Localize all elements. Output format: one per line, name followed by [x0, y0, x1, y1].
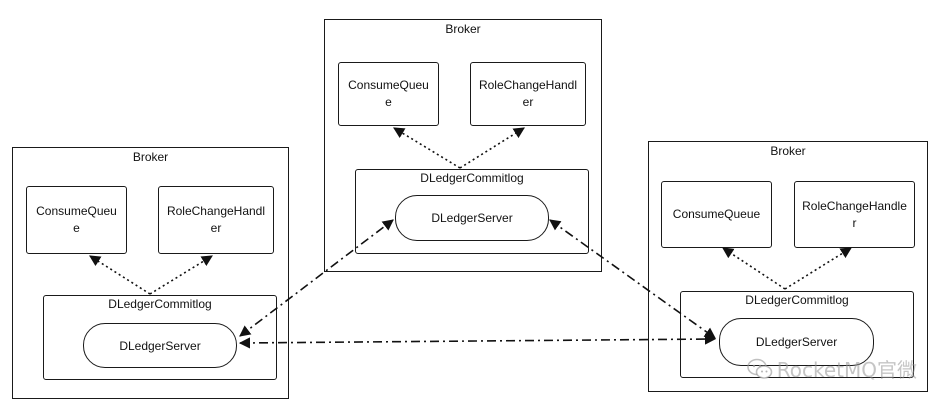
- dotted-arrow: [393, 127, 461, 169]
- consume-queue-label: ConsumeQueue: [672, 207, 761, 221]
- dledger-commitlog-label: DLedgerCommitlog: [420, 171, 524, 185]
- dledger-server-box: DLedgerServer: [83, 323, 237, 368]
- role-change-handler-label: RoleChangeHandler: [166, 204, 266, 235]
- dledger-server-box: DLedgerServer: [395, 195, 549, 241]
- role-change-handler-label: RoleChangeHandler: [478, 78, 578, 109]
- consume-queue-box: ConsumeQueue: [338, 62, 439, 126]
- wechat-icon: [746, 358, 773, 379]
- dotted-arrow: [89, 255, 151, 295]
- role-change-handler-box: RoleChangeHandler: [470, 62, 586, 126]
- dashdot-link-middle-right: [549, 219, 716, 339]
- broker-title: Broker: [770, 144, 806, 158]
- dledger-commitlog-label: DLedgerCommitlog: [745, 293, 849, 307]
- consume-queue-label: ConsumeQueue: [36, 204, 117, 235]
- dledger-server-box: DLedgerServer: [719, 318, 874, 366]
- consume-queue-label: ConsumeQueue: [348, 78, 429, 109]
- consume-queue-box: ConsumeQueue: [26, 186, 127, 254]
- dledger-commitlog-box: DLedgerCommitlog DLedgerServer: [43, 295, 277, 380]
- watermark-text: RocketMQ官微: [776, 358, 917, 382]
- dledger-commitlog-label: DLedgerCommitlog: [108, 297, 212, 311]
- dledger-commitlog-box: DLedgerCommitlog DLedgerServer: [680, 291, 914, 378]
- broker-title: Broker: [132, 150, 169, 164]
- dotted-arrow: [149, 255, 213, 295]
- role-change-handler-box: RoleChangeHandler: [794, 181, 915, 248]
- dledger-server-label: DLedgerServer: [119, 338, 201, 353]
- dashdot-link-left-right: [238, 333, 717, 349]
- broker-title: Broker: [445, 22, 481, 36]
- watermark: RocketMQ官微: [746, 354, 917, 383]
- dashdot-link-left-middle: [239, 219, 394, 337]
- dledger-server-label: DLedgerServer: [755, 335, 838, 349]
- dotted-arrow: [784, 247, 852, 290]
- dotted-arrow: [722, 247, 786, 290]
- dledger-server-label: DLedgerServer: [431, 211, 513, 225]
- dotted-arrow: [459, 127, 525, 169]
- role-change-handler-label: RoleChangeHandler: [802, 198, 907, 230]
